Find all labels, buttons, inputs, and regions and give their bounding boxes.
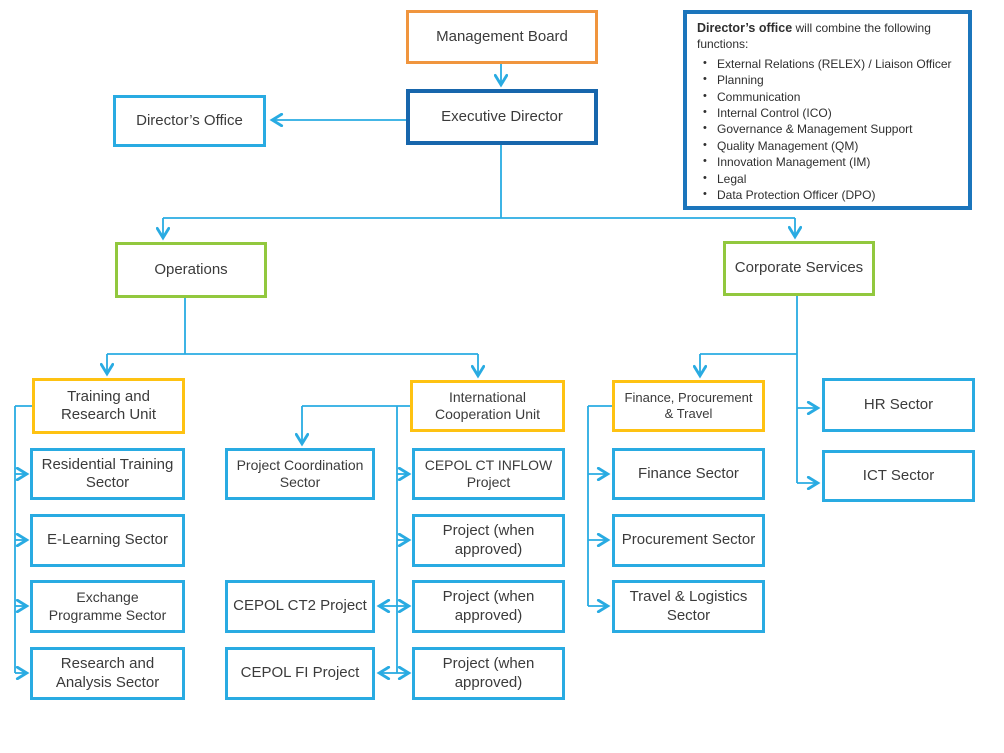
- node-procurement-sector: Procurement Sector: [612, 514, 765, 567]
- node-label: Project (when approved): [442, 655, 535, 691]
- node-label: Project (when approved): [442, 588, 535, 624]
- node-label: Procurement Sector: [621, 531, 756, 549]
- node-label: Director’s Office: [136, 111, 243, 129]
- node-label: HR Sector: [863, 395, 934, 413]
- node-label: ICT Sector: [862, 466, 935, 484]
- node-label: Travel & Logistics Sector: [629, 588, 748, 624]
- note-function-item: Legal: [697, 171, 960, 187]
- note-function-item: Communication: [697, 89, 960, 105]
- note-heading-bold: Director’s office: [697, 21, 793, 35]
- node-project-when-approved-2: Project (when approved): [412, 580, 565, 633]
- note-function-item: Data Protection Officer (DPO): [697, 187, 960, 203]
- note-function-item: Innovation Management (IM): [697, 154, 960, 170]
- note-heading-rest: will combine the following functions:: [697, 21, 931, 51]
- node-label: Research and Analysis Sector: [55, 655, 160, 691]
- note-function-item: Planning: [697, 72, 960, 88]
- node-label: Finance, Procurement & Travel: [624, 390, 753, 421]
- node-hr-sector: HR Sector: [822, 378, 975, 432]
- node-label: Operations: [154, 260, 228, 278]
- node-label: Corporate Services: [734, 259, 864, 277]
- node-label: E-Learning Sector: [47, 531, 168, 549]
- node-international-cooperation-unit: International Cooperation Unit: [410, 380, 565, 432]
- note-function-item: Internal Control (ICO): [697, 105, 960, 121]
- node-project-coordination-sector: Project Coordination Sector: [225, 448, 375, 500]
- note-function-item: Quality Management (QM): [697, 138, 960, 154]
- node-project-when-approved-3: Project (when approved): [412, 647, 565, 700]
- node-label: Project Coordination Sector: [236, 456, 364, 490]
- node-corporate-services: Corporate Services: [723, 241, 875, 296]
- node-executive-director: Executive Director: [406, 89, 598, 145]
- node-residential-training-sector: Residential Training Sector: [30, 448, 185, 500]
- directors-office-functions-note: Director’s office will combine the follo…: [683, 10, 972, 210]
- node-management-board: Management Board: [406, 10, 598, 64]
- node-label: Residential Training Sector: [41, 455, 174, 491]
- node-label: CEPOL FI Project: [240, 664, 360, 682]
- node-label: International Cooperation Unit: [434, 388, 541, 422]
- node-label: Project (when approved): [442, 522, 535, 558]
- node-training-research-unit: Training and Research Unit: [32, 378, 185, 434]
- note-heading: Director’s office will combine the follo…: [697, 20, 960, 53]
- node-finance-sector: Finance Sector: [612, 448, 765, 500]
- note-function-item: Governance & Management Support: [697, 121, 960, 137]
- node-finance-procurement-travel: Finance, Procurement & Travel: [612, 380, 765, 432]
- node-cepol-fi-project: CEPOL FI Project: [225, 647, 375, 700]
- node-label: Management Board: [436, 27, 568, 45]
- node-cepol-ct2-project: CEPOL CT2 Project: [225, 580, 375, 633]
- node-travel-logistics-sector: Travel & Logistics Sector: [612, 580, 765, 633]
- node-operations: Operations: [115, 242, 267, 298]
- node-label: Finance Sector: [638, 464, 739, 482]
- node-directors-office: Director’s Office: [113, 95, 266, 147]
- node-cepol-ct-inflow-project: CEPOL CT INFLOW Project: [412, 448, 565, 500]
- node-research-analysis-sector: Research and Analysis Sector: [30, 647, 185, 700]
- node-project-when-approved-1: Project (when approved): [412, 514, 565, 567]
- note-function-list: External Relations (RELEX) / Liaison Off…: [697, 56, 960, 204]
- node-elearning-sector: E-Learning Sector: [30, 514, 185, 567]
- node-label: CEPOL CT INFLOW Project: [424, 456, 553, 490]
- node-label: Training and Research Unit: [60, 387, 157, 423]
- node-ict-sector: ICT Sector: [822, 450, 975, 502]
- note-function-item: External Relations (RELEX) / Liaison Off…: [697, 56, 960, 72]
- node-label: CEPOL CT2 Project: [233, 597, 367, 615]
- node-label: Exchange Programme Sector: [48, 589, 167, 623]
- node-exchange-programme-sector: Exchange Programme Sector: [30, 580, 185, 633]
- node-label: Executive Director: [441, 107, 563, 125]
